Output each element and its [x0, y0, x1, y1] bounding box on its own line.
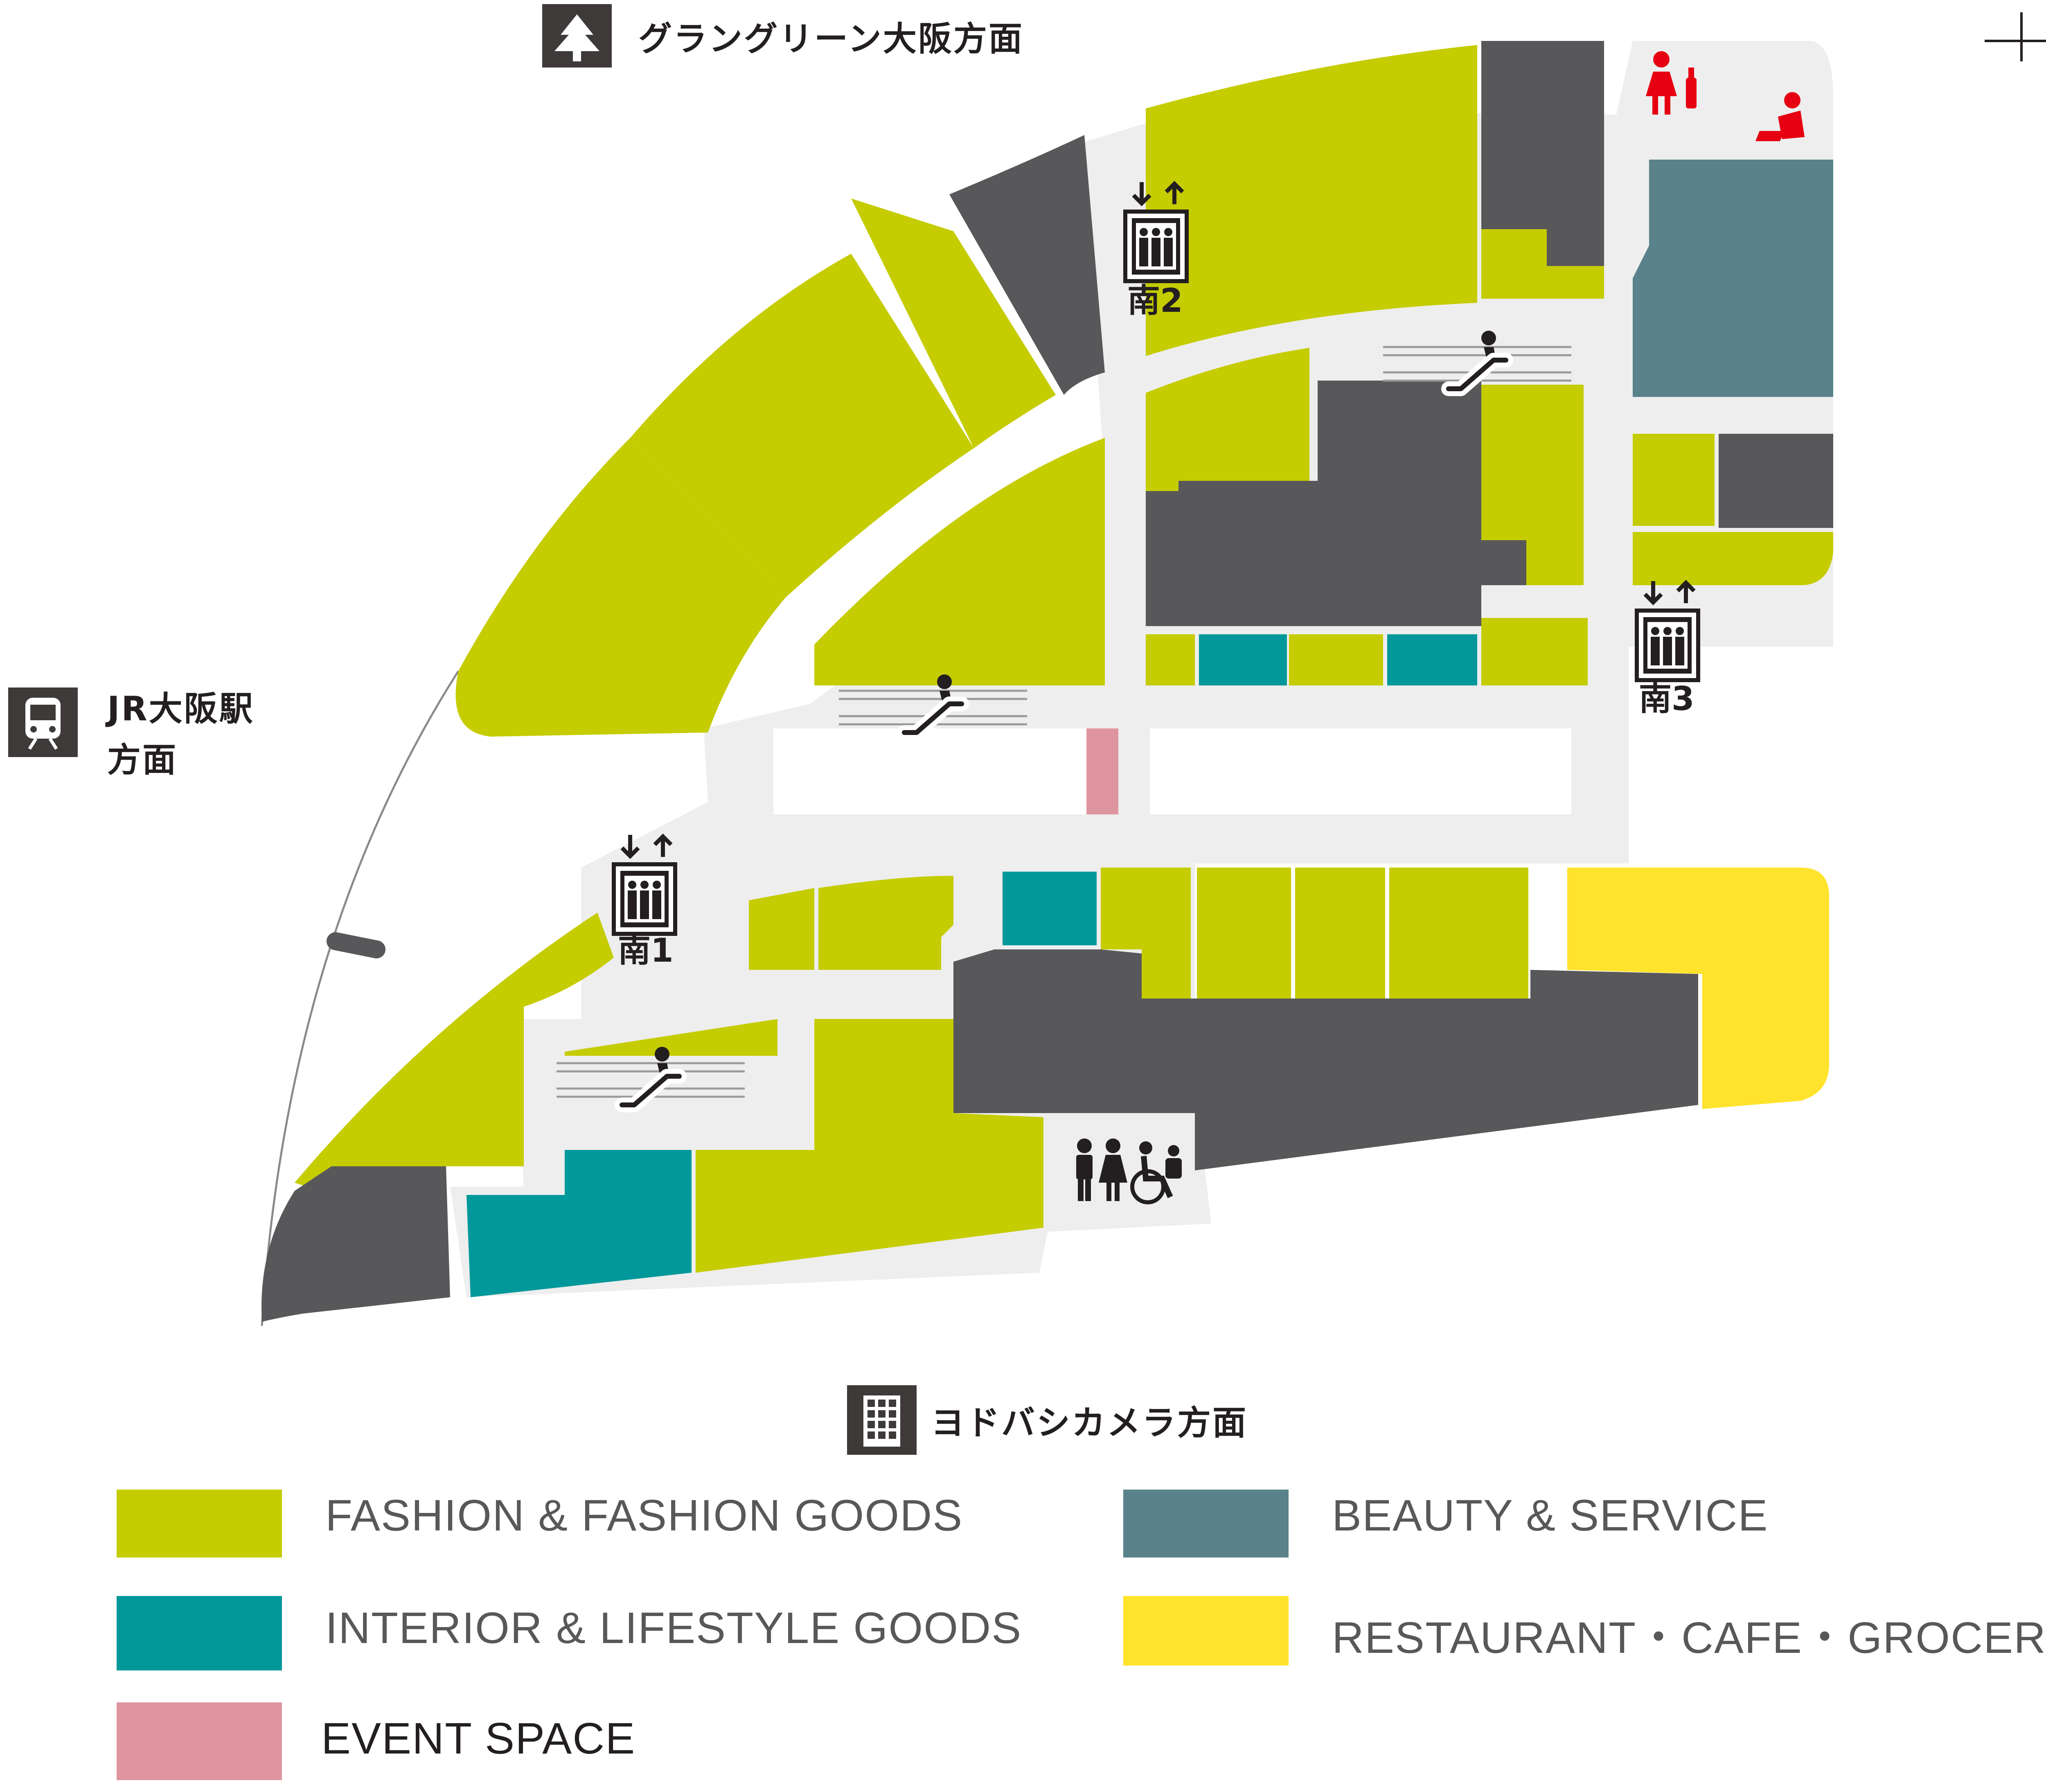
shop-fashion-s4 [1197, 868, 1291, 999]
legend-label-event: EVENT SPACE [321, 1713, 636, 1763]
shop-fashion-n1 [1146, 45, 1477, 356]
other-shops [261, 41, 1833, 1322]
site-boundary-arc [261, 670, 460, 1326]
shop-fashion-sw [295, 913, 614, 1191]
legend-label-beauty: BEAUTY & SERVICE [1332, 1490, 1769, 1540]
tree-icon [542, 4, 612, 68]
legend-swatch-beauty [1123, 1490, 1289, 1558]
elevator-label-south1: 南1 [618, 931, 674, 969]
shop-fashion-e2 [1633, 532, 1833, 585]
shop-fashion-e1 [1633, 434, 1715, 526]
shop-fashion-s8 [696, 1019, 1043, 1273]
elevator-label-south2: 南2 [1127, 282, 1183, 320]
shop-fashion-c4 [1481, 385, 1584, 585]
shop-beauty [1633, 160, 1833, 397]
compass-icon [1985, 12, 2046, 61]
shop-dark-c [1146, 381, 1526, 626]
direction-south: ヨドバシカメラ方面 [931, 1404, 1248, 1443]
direction-west-line1: JR大阪駅 [107, 690, 255, 728]
direction-north: グラングリーン大阪方面 [638, 20, 1024, 59]
shop-interior-c2 [1387, 634, 1477, 685]
shop-fashion-n2 [851, 198, 1056, 448]
shop-fashion-c7 [1289, 634, 1383, 685]
shop-dark-n [949, 135, 1105, 395]
legend-swatch-interior [117, 1596, 282, 1670]
restroom-icon[interactable] [1076, 1138, 1127, 1201]
shop-fashion-s6 [1389, 868, 1528, 999]
shop-fashion-s3 [1101, 868, 1191, 999]
boundary-marker [327, 932, 385, 958]
event-space [1086, 728, 1118, 814]
atrium-void-west [773, 728, 1109, 814]
shop-dark-e [1670, 434, 1833, 528]
shop-fashion-n4 [455, 438, 786, 737]
elevator-label-south3: 南3 [1639, 680, 1694, 718]
shop-fashion-s1 [749, 888, 814, 970]
shop-dark-sw [261, 1166, 450, 1322]
nursing-room-icon[interactable] [1755, 92, 1805, 141]
shop-fashion-c5 [1481, 618, 1588, 685]
shop-interior-s2 [466, 1150, 692, 1297]
building-icon [847, 1385, 917, 1455]
shop-restaurant [1567, 868, 1829, 1109]
legend-label-restaurant: RESTAURANT・CAFE・GROCERY [1332, 1613, 2046, 1662]
shop-fashion-c1 [814, 438, 1105, 685]
interior-shops [466, 634, 1477, 1297]
shop-interior-c1 [1199, 634, 1287, 685]
shop-fashion-s2 [818, 876, 953, 970]
legend-swatch-event [117, 1702, 282, 1780]
shop-fashion-n3 [630, 254, 974, 597]
train-icon [8, 687, 78, 757]
shop-interior-s1 [1003, 872, 1097, 945]
shop-dark-s [953, 949, 1698, 1170]
legend-label-interior: INTERIOR & LIFESTYLE GOODS [325, 1603, 1022, 1652]
atrium-void-east [1150, 728, 1571, 814]
shop-dark-ne [1481, 41, 1604, 266]
shop-fashion-s5 [1295, 868, 1385, 999]
fashion-shops [295, 45, 1833, 1273]
shop-fashion-c6 [1146, 634, 1195, 685]
accessible-restroom-icon[interactable] [1130, 1141, 1182, 1204]
shop-fashion-s7 [565, 1019, 777, 1056]
direction-west-line2: 方面 [107, 741, 178, 780]
legend-label-fashion: FASHION & FASHION GOODS [325, 1490, 963, 1540]
legend-swatch-fashion [117, 1490, 282, 1558]
legend-swatch-restaurant [1123, 1596, 1289, 1666]
shop-fashion-c2 [1146, 348, 1309, 495]
powder-room-icon[interactable] [1646, 51, 1697, 115]
